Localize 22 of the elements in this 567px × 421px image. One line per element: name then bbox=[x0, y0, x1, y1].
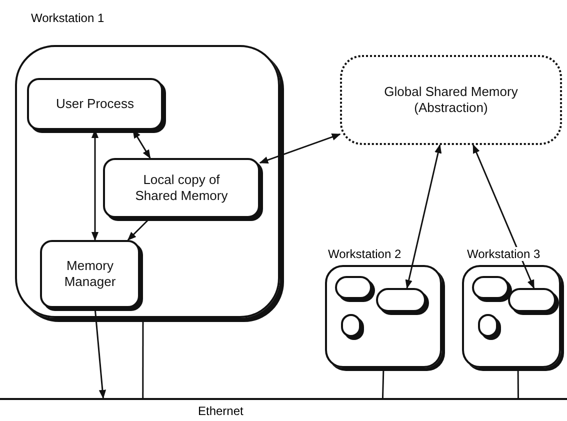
arrow bbox=[405, 144, 442, 289]
box-label: Memory Manager bbox=[63, 258, 117, 290]
empty-box bbox=[335, 276, 372, 299]
empty-box bbox=[341, 314, 361, 337]
process-box bbox=[27, 78, 163, 130]
workstation-label: Workstation 1 bbox=[30, 11, 106, 25]
network-label: Ethernet bbox=[197, 404, 244, 418]
empty-box bbox=[376, 288, 426, 312]
abstraction-box bbox=[340, 55, 562, 145]
workstation-label: Workstation 3 bbox=[466, 247, 542, 261]
connector-line bbox=[517, 368, 519, 398]
process-box bbox=[40, 240, 140, 308]
empty-box bbox=[472, 276, 509, 299]
arrow bbox=[259, 134, 341, 164]
empty-box bbox=[508, 288, 556, 312]
box-label: Global Shared Memory (Abstraction) bbox=[383, 84, 519, 116]
workstation-label: Workstation 2 bbox=[327, 247, 402, 261]
empty-box bbox=[478, 314, 498, 337]
process-box bbox=[103, 158, 260, 218]
box-label: Local copy of Shared Memory bbox=[134, 172, 229, 204]
arrow bbox=[472, 144, 535, 289]
box-label: User Process bbox=[56, 96, 134, 112]
